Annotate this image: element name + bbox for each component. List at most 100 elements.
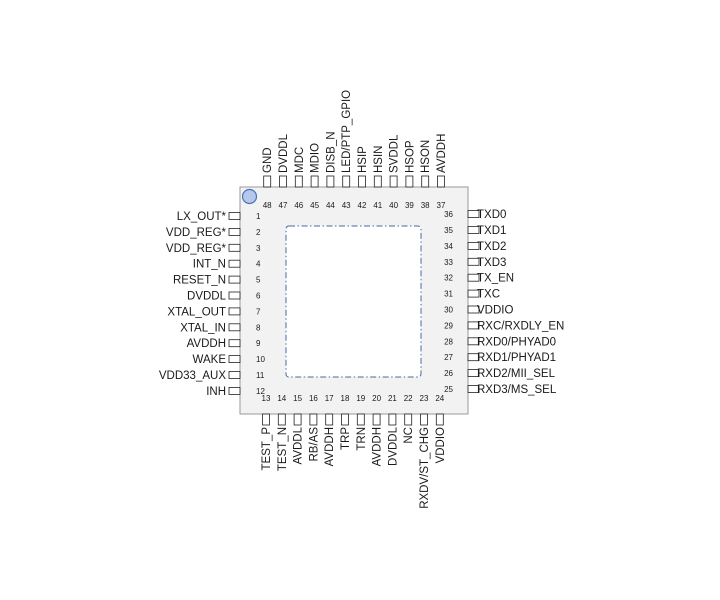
pin-number: 36 [444, 210, 453, 219]
pin-number: 35 [444, 226, 453, 235]
pin-pad [228, 227, 241, 236]
pin-number: 19 [356, 394, 365, 403]
pin-number: 16 [309, 394, 318, 403]
pin-number: 11 [256, 371, 265, 380]
pin-number: 18 [341, 394, 350, 403]
pin-pad [373, 175, 382, 188]
pin-pad [228, 371, 241, 379]
pin-label: MDC [294, 147, 306, 173]
pin-label: DVDDL [278, 133, 290, 173]
pin-number: 22 [404, 394, 413, 403]
pin-label: RXD3/MS_SEL [477, 384, 557, 396]
pin-pad [467, 353, 480, 362]
pin-label: TXD3 [477, 257, 506, 269]
pin-label: TXD2 [477, 241, 506, 253]
pin-label: VDDIO [477, 305, 513, 317]
pin-pad [228, 212, 241, 220]
pin-label: TXD0 [477, 209, 506, 221]
pin-number: 10 [256, 355, 265, 364]
pin-label: DISB_N [325, 131, 337, 173]
pin-number: 8 [256, 323, 261, 332]
pin-pad [467, 210, 480, 219]
pin-label: HSOP [404, 140, 416, 173]
pin-label: HSIN [373, 146, 385, 173]
pin-pad [342, 175, 351, 188]
pin-label: RESET_N [173, 275, 226, 287]
pin-label: NC [403, 427, 415, 444]
pin-pad [310, 175, 319, 188]
pin-label: HSON [420, 140, 432, 173]
pin-pad [358, 175, 366, 188]
pin-label: XTAL_IN [180, 322, 226, 334]
pin-pad [404, 413, 413, 426]
pin-number: 2 [256, 228, 261, 237]
pin-label: TEST_P [261, 427, 273, 471]
pin-number: 15 [293, 394, 302, 403]
pin-number: 37 [437, 201, 446, 210]
pin-label: TRP [340, 427, 352, 450]
pin-pad [467, 289, 480, 298]
pin-pad [437, 175, 445, 188]
pin-pad [279, 175, 287, 188]
pin-pad [326, 175, 335, 188]
pin-number: 9 [256, 339, 261, 348]
pin-label: TRN [356, 427, 368, 451]
pin-pad [388, 413, 397, 426]
pin-label: RXDV/ST_CHG [419, 427, 431, 509]
exposed-pad-outline [285, 225, 422, 378]
pin-label: RXC/RXDLY_EN [477, 320, 564, 332]
pin-number: 13 [262, 394, 271, 403]
pin-pad [228, 291, 241, 300]
pin-label: TXD1 [477, 225, 506, 237]
pin-label: VDD_REG* [166, 243, 227, 255]
pin-number: 42 [358, 201, 367, 210]
pin-label: AVDDH [372, 427, 384, 466]
pins-layer: 1LX_OUT*2VDD_REG*3VDD_REG*4INT_N5RESET_N… [159, 90, 564, 509]
pin-label: MDIO [310, 143, 322, 173]
pin-pad [356, 413, 365, 426]
pin-number: 34 [444, 242, 453, 251]
pin-label: DVDDL [387, 426, 399, 466]
pin-pad [467, 241, 480, 250]
pin-label: TX_EN [477, 273, 514, 285]
pin-pad [420, 413, 428, 426]
pin-label: INH [206, 386, 226, 398]
pin-number: 12 [256, 387, 265, 396]
pin-number: 33 [444, 258, 453, 267]
pin-number: 47 [279, 201, 288, 210]
pin-label: WAKE [193, 354, 227, 366]
pin-pad [228, 243, 241, 252]
pin-number: 26 [444, 369, 453, 378]
pin-pad [262, 413, 270, 426]
pin-label: TXC [477, 289, 500, 301]
pin-label: XTAL_OUT [167, 306, 226, 318]
pin-label: SVDDL [389, 134, 401, 173]
pin-pad [435, 413, 444, 426]
pin-pad [228, 259, 241, 268]
pin-number: 29 [444, 321, 453, 330]
pin-number: 30 [444, 306, 453, 315]
pin-label: LED/PTP_GPIO [341, 90, 353, 173]
pin-pad [228, 355, 241, 364]
pin-label: RXD2/MII_SEL [477, 368, 556, 380]
pin-pad [421, 175, 430, 188]
pin-pad [341, 413, 349, 426]
pin-pad [228, 339, 241, 348]
pin-pad [467, 305, 480, 314]
pin-label: GND [262, 147, 274, 173]
pin-number: 39 [405, 201, 414, 210]
pin-pad [405, 175, 414, 188]
pin-pad [263, 175, 272, 188]
pin-pad [467, 321, 480, 330]
pin-pad [467, 385, 480, 393]
pin-number: 46 [294, 201, 303, 210]
pin-label: RB/AS [308, 427, 320, 462]
pin-pad [467, 257, 480, 266]
pin-label: VDD33_AUX [159, 370, 226, 382]
pin-number: 6 [256, 292, 261, 301]
pin-number: 27 [444, 353, 453, 362]
pin-number: 38 [421, 201, 430, 210]
pin-label: AVDDH [187, 338, 226, 350]
pin-label: RXD1/PHYAD1 [477, 352, 556, 364]
